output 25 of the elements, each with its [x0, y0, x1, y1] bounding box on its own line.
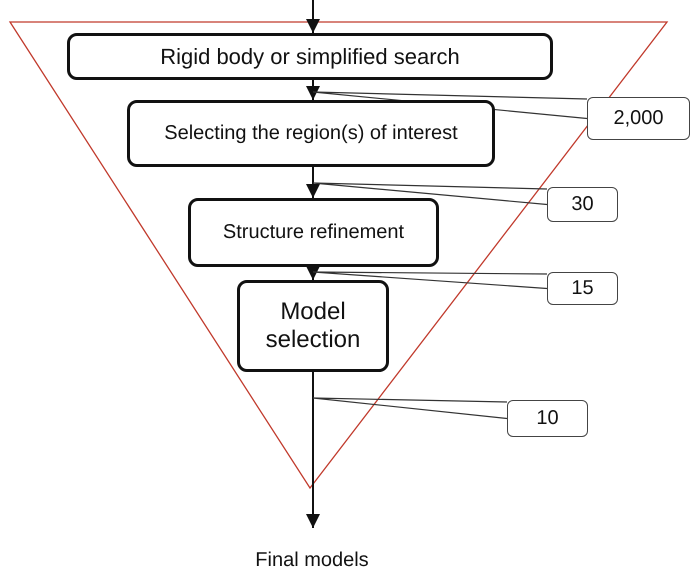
process-box: [67, 33, 553, 80]
box-text: 2,000: [613, 107, 664, 130]
box-text: 30: [571, 193, 594, 216]
box-text: Structure refinement: [222, 221, 404, 244]
leader-line: [312, 271, 548, 290]
output-label: Final models: [255, 548, 369, 572]
box-text: Model selection: [264, 298, 362, 354]
process-box: [188, 198, 439, 267]
count-callout: [547, 187, 618, 222]
box-text: Rigid body or simplified search: [160, 44, 460, 70]
process-box: [237, 280, 389, 372]
leader-line: [312, 397, 508, 420]
arrow: [306, 167, 320, 198]
arrow: [306, 0, 320, 33]
count-callout: [507, 400, 588, 437]
process-box: [127, 100, 495, 167]
box-text: 15: [571, 277, 594, 300]
box-text: 10: [536, 407, 559, 430]
arrow: [306, 372, 320, 528]
count-callout: [587, 97, 690, 140]
leader-line: [312, 182, 548, 206]
arrow: [306, 266, 320, 280]
box-text: Selecting the region(s) of interest: [164, 122, 458, 145]
arrow: [306, 80, 320, 100]
count-callout: [547, 272, 618, 305]
